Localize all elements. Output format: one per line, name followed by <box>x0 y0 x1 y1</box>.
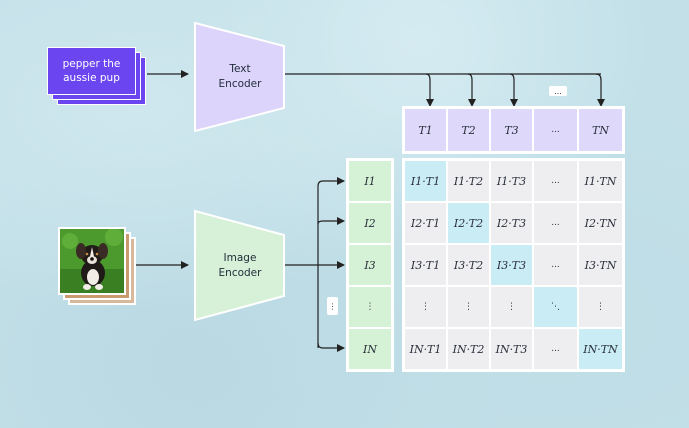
matrix-cell: ⋮ <box>579 287 622 327</box>
image-ellipsis-box: ⋮ <box>327 297 338 315</box>
matrix-cell: I1·T3 <box>491 161 532 201</box>
matrix-cell: I2·T1 <box>405 203 446 243</box>
image-token-cell: ⋮ <box>349 287 391 327</box>
image-token-cell: I3 <box>349 245 391 285</box>
image-token-cell: I1 <box>349 161 391 201</box>
text-encoder-shape <box>194 21 285 133</box>
image-input-stack <box>58 227 138 307</box>
text-ellipsis-box: ... <box>549 86 567 96</box>
matrix-cell: ... <box>534 203 577 243</box>
image-encoder-label: Image Encoder <box>218 252 262 279</box>
text-token-cell: T1 <box>405 109 446 151</box>
text-encoder-label: Text Encoder <box>218 63 262 90</box>
matrix-diagonal-cell: I2·T2 <box>448 203 489 243</box>
text-input-label: pepper the aussie pup <box>47 47 136 95</box>
matrix-diagonal-cell: I3·T3 <box>491 245 532 285</box>
image-encoder-shape <box>194 209 285 322</box>
matrix-diagonal-cell: IN·TN <box>579 329 622 369</box>
matrix-cell: IN·T2 <box>448 329 489 369</box>
matrix-diagonal-cell: ⋱ <box>534 287 577 327</box>
matrix-cell: ... <box>534 161 577 201</box>
text-input-stack: pepper the aussie pup <box>47 47 147 107</box>
text-token-cell: ... <box>534 109 577 151</box>
matrix-cell: I3·T2 <box>448 245 489 285</box>
matrix-cell: IN·T1 <box>405 329 446 369</box>
matrix-cell: ⋮ <box>448 287 489 327</box>
matrix-cell: I3·TN <box>579 245 622 285</box>
matrix-cell: I1·T2 <box>448 161 489 201</box>
dog-photo-icon <box>60 229 124 293</box>
matrix-cell: ... <box>534 329 577 369</box>
text-token-cell: T3 <box>491 109 532 151</box>
image-token-cell: I2 <box>349 203 391 243</box>
dog-photo <box>58 227 126 295</box>
matrix-cell: I1·TN <box>579 161 622 201</box>
matrix-cell: ⋮ <box>405 287 446 327</box>
matrix-cell: ⋮ <box>491 287 532 327</box>
matrix-cell: I3·T1 <box>405 245 446 285</box>
text-token-cell: TN <box>579 109 622 151</box>
text-token-cell: T2 <box>448 109 489 151</box>
matrix-cell: ... <box>534 245 577 285</box>
image-token-cell: IN <box>349 329 391 369</box>
matrix-cell: IN·T3 <box>491 329 532 369</box>
matrix-cell: I2·TN <box>579 203 622 243</box>
matrix-cell: I2·T3 <box>491 203 532 243</box>
matrix-diagonal-cell: I1·T1 <box>405 161 446 201</box>
